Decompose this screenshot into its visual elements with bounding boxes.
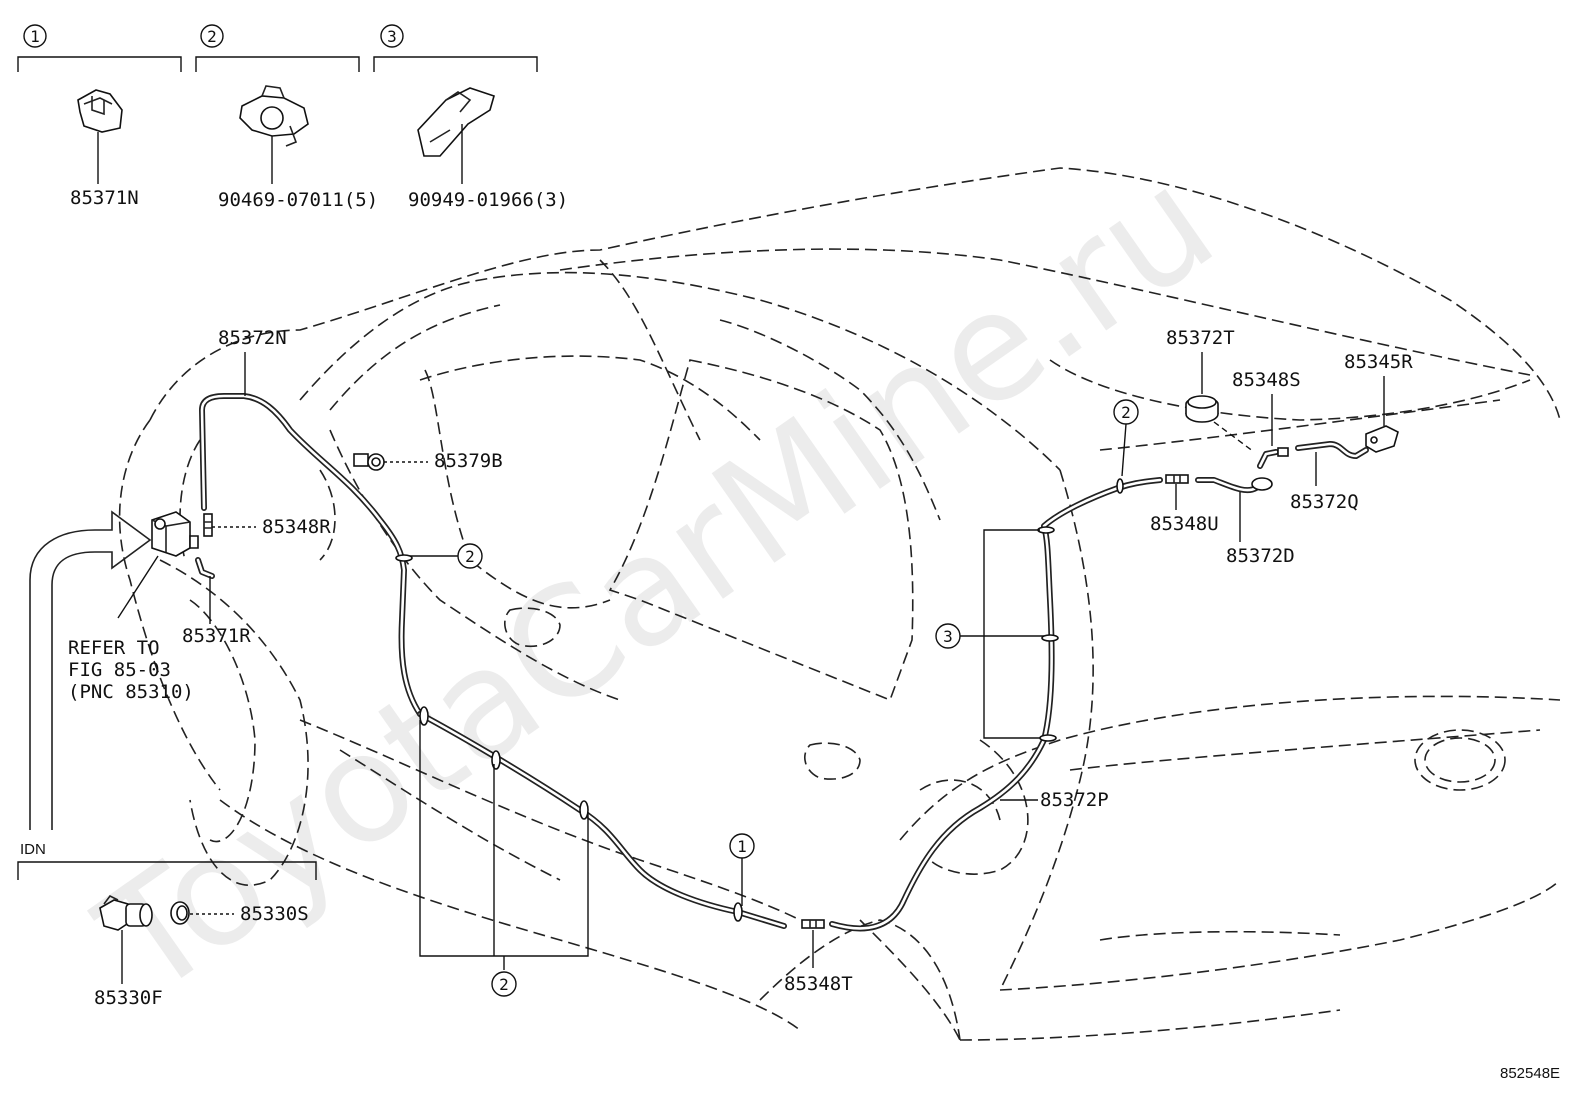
connector-85348R-icon: [203, 513, 213, 537]
part-label-85371R: 85371R: [182, 625, 251, 647]
connector-85348S-icon: [1257, 447, 1289, 469]
part-label-85371N: 85371N: [70, 187, 139, 209]
part-label-90949-01966: 90949-01966(3): [408, 189, 568, 211]
part-label-85372T: 85372T: [1166, 327, 1235, 349]
clamp-marker-upper: [395, 554, 413, 562]
clip-85371N-icon: [77, 89, 123, 133]
reference-arrow: [29, 510, 152, 830]
hose-85372P: [829, 477, 1163, 932]
group-ref-1: 1: [17, 24, 182, 72]
washer-pump-icon: [151, 511, 199, 557]
part-label-85348T: 85348T: [784, 973, 853, 995]
refer-note-line3: (PNC 85310): [68, 681, 194, 703]
pump-motor-85330F-icon: [99, 894, 153, 931]
hose-85372Q: [1295, 441, 1369, 459]
svg-text:3: 3: [943, 627, 953, 646]
group-ref-3: 3: [373, 24, 538, 72]
seal-85330S-icon: [170, 901, 190, 925]
part-label-85345R: 85345R: [1344, 351, 1413, 373]
callout-2-upper: 2: [457, 543, 483, 569]
idn-label: IDN: [20, 841, 46, 858]
group-ref-1-number: 1: [30, 27, 40, 46]
refer-note-line2: FIG 85-03: [68, 659, 171, 681]
part-label-85330F: 85330F: [94, 987, 163, 1009]
group-ref-2: 2: [195, 24, 360, 72]
part-label-90469-07011: 90469-07011(5): [218, 189, 378, 211]
callout-1-lower: 1: [729, 833, 755, 859]
connector-85348T-icon: [801, 919, 825, 929]
clamp-markers-pillar: [1037, 478, 1124, 742]
part-label-85348U: 85348U: [1150, 513, 1219, 535]
svg-text:2: 2: [499, 975, 509, 994]
part-label-85348R: 85348R: [262, 516, 331, 538]
part-label-85372N: 85372N: [218, 327, 287, 349]
part-label-85372P: 85372P: [1040, 789, 1109, 811]
nozzle-85345R-icon: [1365, 425, 1399, 453]
part-label-85372Q: 85372Q: [1290, 491, 1359, 513]
clamp-90949-icon: [417, 87, 495, 157]
part-label-85330S: 85330S: [240, 903, 309, 925]
callout-3-pillar: 3: [935, 623, 961, 649]
connector-85348U-icon: [1165, 474, 1189, 484]
callout-2-rear: 2: [1113, 399, 1139, 425]
part-label-85379B: 85379B: [434, 450, 503, 472]
svg-text:2: 2: [1121, 403, 1131, 422]
svg-text:2: 2: [465, 547, 475, 566]
callout-2-lower: 2: [491, 971, 517, 997]
grommet-85379B-icon: [353, 453, 385, 471]
group-ref-3-number: 3: [387, 27, 397, 46]
car-body-outline: [118, 167, 1561, 1041]
clamp-90469-icon: [239, 85, 309, 147]
svg-text:1: 1: [737, 837, 747, 856]
hose-85372D: [1195, 477, 1273, 494]
figure-id: 852548E: [1500, 1065, 1560, 1082]
watermark-text: ToyotaCarMine.ru: [70, 135, 1244, 1030]
part-label-85348S: 85348S: [1232, 369, 1301, 391]
grommet-85372T-icon: [1185, 395, 1219, 423]
refer-note-line1: REFER TO: [68, 637, 160, 659]
part-label-85372D: 85372D: [1226, 545, 1295, 567]
hose-85372N: [199, 393, 423, 717]
group-ref-2-number: 2: [207, 27, 217, 46]
hose-lower-sill: [417, 711, 787, 929]
